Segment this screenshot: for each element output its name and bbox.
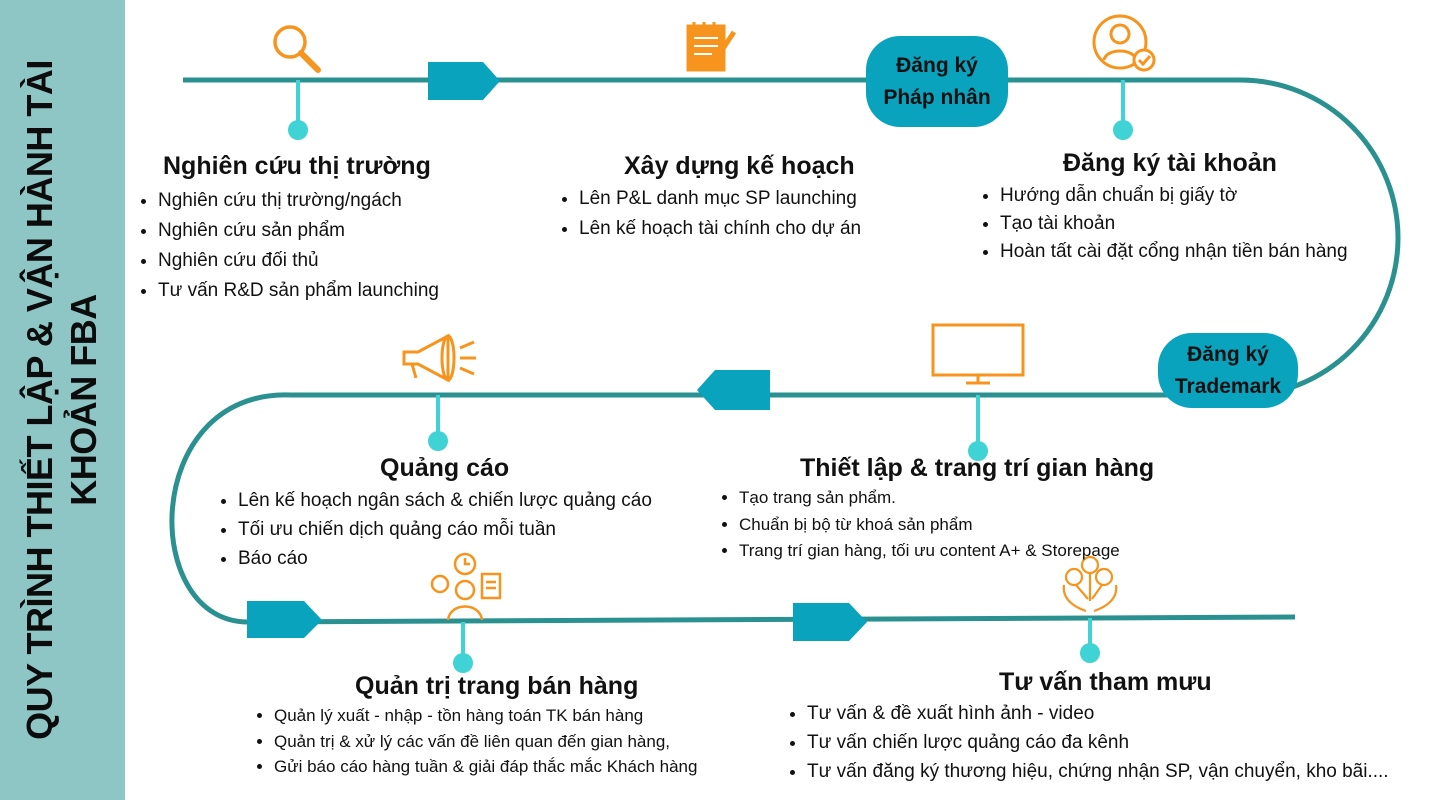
step-list: Tư vấn & đề xuất hình ảnh - video Tư vấn… <box>785 699 1389 786</box>
step-list: Tạo trang sản phẩm. Chuẩn bị bộ từ khoá … <box>717 485 1120 565</box>
step-dot <box>1113 120 1133 140</box>
list-item: Tạo tài khoản <box>1000 210 1348 238</box>
list-item: Tư vấn & đề xuất hình ảnh - video <box>807 699 1389 728</box>
list-item: Tối ưu chiến dịch quảng cáo mỗi tuần <box>238 515 652 544</box>
step-dot <box>968 441 988 461</box>
path-curve-right <box>1239 77 1401 399</box>
step-list: Quản lý xuất - nhập - tồn hàng toán TK b… <box>252 703 697 780</box>
list-item: Tư vấn R&D sản phẩm launching <box>158 276 439 306</box>
list-item: Quản trị & xử lý các vấn đề liên quan đế… <box>274 729 697 755</box>
path-line-bottom <box>249 614 1296 625</box>
list-item: Lên P&L danh mục SP launching <box>579 184 861 214</box>
list-item: Trang trí gian hàng, tối ưu content A+ &… <box>739 538 1120 565</box>
arrow-marker <box>697 370 770 410</box>
step-list: Lên kế hoạch ngân sách & chiến lược quản… <box>216 486 652 573</box>
path-curve-left <box>169 392 291 625</box>
arrow-marker <box>247 601 322 638</box>
list-item: Báo cáo <box>238 544 652 573</box>
list-item: Hoàn tất cài đặt cổng nhận tiền bán hàng <box>1000 238 1348 266</box>
management-icon <box>430 552 502 621</box>
step-list: Hướng dẫn chuẩn bị giấy tờ Tạo tài khoản… <box>978 182 1348 266</box>
step-title: Xây dựng kế hoạch <box>624 152 855 180</box>
step-title: Nghiên cứu thị trường <box>163 152 431 180</box>
list-item: Quản lý xuất - nhập - tồn hàng toán TK b… <box>274 703 697 729</box>
list-item: Tạo trang sản phẩm. <box>739 485 1120 512</box>
list-item: Lên kế hoạch ngân sách & chiến lược quản… <box>238 486 652 515</box>
sidebar: QUY TRÌNH THIẾT LẬP & VẬN HÀNH TÀI KHOẢN… <box>0 0 125 800</box>
milestone-label: Đăng ký <box>896 53 978 77</box>
team-support-icon <box>1062 555 1118 613</box>
notepad-icon <box>686 22 737 72</box>
user-check-icon <box>1092 14 1156 72</box>
step-title: Quảng cáo <box>380 454 510 482</box>
monitor-icon <box>931 323 1025 385</box>
step-dot <box>453 653 473 673</box>
list-item: Hướng dẫn chuẩn bị giấy tờ <box>1000 182 1348 210</box>
step-list: Lên P&L danh mục SP launching Lên kế hoạ… <box>557 184 861 244</box>
milestone-trademark: Đăng ký Trademark <box>1158 333 1298 408</box>
step-dot <box>428 431 448 451</box>
step-title: Thiết lập & trang trí gian hàng <box>800 454 1155 482</box>
megaphone-icon <box>402 333 476 383</box>
list-item: Gửi báo cáo hàng tuần & giải đáp thắc mắ… <box>274 754 697 780</box>
milestone-label: Pháp nhân <box>883 85 991 109</box>
arrow-marker <box>428 62 500 100</box>
search-icon <box>273 25 321 73</box>
step-dot <box>1080 643 1100 663</box>
step-title: Tư vấn tham mưu <box>999 668 1212 696</box>
milestone-label: Trademark <box>1174 374 1282 398</box>
milestone-label: Đăng ký <box>1187 342 1269 366</box>
list-item: Nghiên cứu sản phẩm <box>158 216 439 246</box>
arrow-marker <box>793 603 867 641</box>
list-item: Tư vấn chiến lược quảng cáo đa kênh <box>807 728 1389 757</box>
step-title: Đăng ký tài khoản <box>1063 149 1277 177</box>
milestone-phap-nhan: Đăng ký Pháp nhân <box>866 36 1008 127</box>
list-item: Chuẩn bị bộ từ khoá sản phẩm <box>739 512 1120 539</box>
step-list: Nghiên cứu thị trường/ngách Nghiên cứu s… <box>136 186 439 306</box>
step-title: Quản trị trang bán hàng <box>355 672 639 700</box>
list-item: Nghiên cứu thị trường/ngách <box>158 186 439 216</box>
list-item: Nghiên cứu đối thủ <box>158 246 439 276</box>
list-item: Lên kế hoạch tài chính cho dự án <box>579 214 861 244</box>
step-dot <box>288 120 308 140</box>
list-item: Tư vấn đăng ký thương hiệu, chứng nhận S… <box>807 757 1389 786</box>
